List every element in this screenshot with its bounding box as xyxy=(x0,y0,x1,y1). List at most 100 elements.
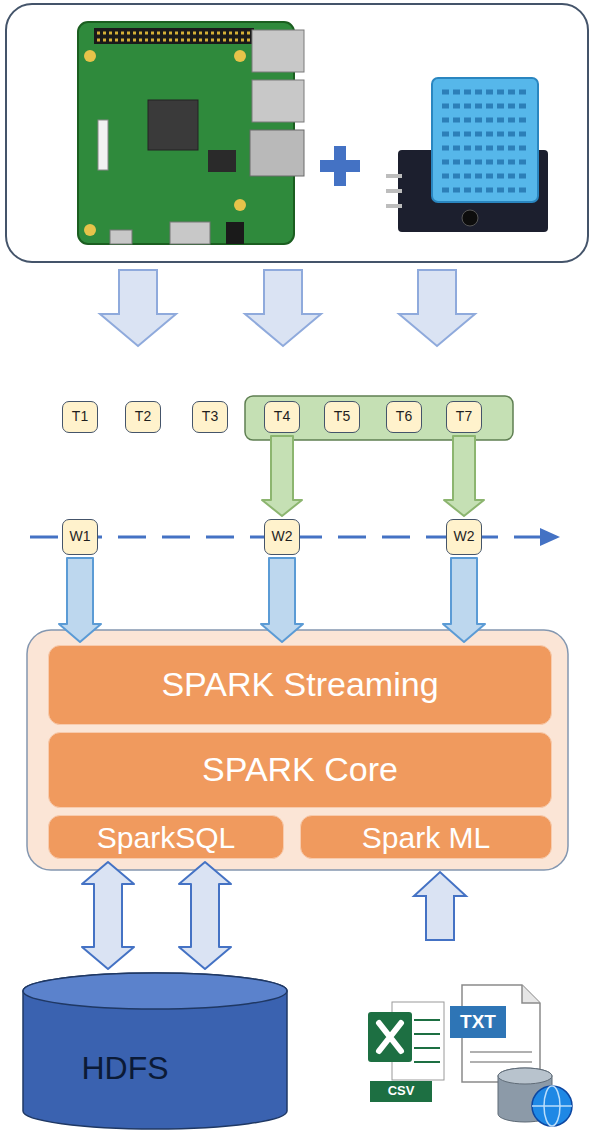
node-text: SPARK Core xyxy=(202,751,398,788)
spark-layer: SparkSQL xyxy=(48,815,284,859)
data-item-box: T7 xyxy=(446,401,482,433)
window-group-band xyxy=(245,396,513,440)
cylinder-top xyxy=(23,973,287,1009)
txt-line xyxy=(470,1061,532,1063)
flow-arrow xyxy=(59,558,101,642)
pi-gpio-pins xyxy=(97,39,252,42)
sensor-grille xyxy=(442,118,530,123)
sensor-grille xyxy=(442,90,530,95)
pi-ethernet-port xyxy=(250,130,304,176)
node-text: T6 xyxy=(396,409,412,424)
node-text: SPARK Streaming xyxy=(161,666,438,703)
sensor-grille xyxy=(442,160,530,165)
spark-layer: Spark ML xyxy=(300,815,552,859)
csv-band xyxy=(370,1081,432,1102)
sensor-housing xyxy=(432,78,538,202)
database-top xyxy=(498,1068,552,1084)
excel-grid xyxy=(414,1019,440,1021)
data-item-box: T6 xyxy=(386,401,422,433)
sensor-grille xyxy=(442,146,530,151)
flow-arrow xyxy=(179,862,231,969)
node-text: T7 xyxy=(456,409,472,424)
node-text: W1 xyxy=(70,529,91,544)
flow-arrow xyxy=(82,862,134,969)
window-box: W2 xyxy=(446,519,482,555)
node-text: T1 xyxy=(72,409,88,424)
txt-page-fold xyxy=(522,985,540,1003)
data-item-box: T2 xyxy=(125,401,161,433)
sensor-pin xyxy=(386,204,402,208)
data-item-box: T1 xyxy=(62,401,98,433)
input-arrow xyxy=(399,270,475,346)
input-arrow xyxy=(100,270,176,346)
pi-mount-hole xyxy=(84,50,96,62)
pi-hdmi-port xyxy=(170,222,210,244)
sensor-grille xyxy=(442,104,530,109)
txt-line xyxy=(470,1051,532,1053)
pi-mount-hole xyxy=(234,50,246,62)
pi-usb-port xyxy=(252,30,304,72)
storage-cylinder: HDFS xyxy=(22,972,288,1130)
globe-equator xyxy=(532,1105,572,1107)
flow-arrow xyxy=(443,558,485,642)
pi-gpio-header xyxy=(94,28,254,44)
window-box: W2 xyxy=(264,519,300,555)
sensor-pin xyxy=(386,174,402,178)
node-text: T2 xyxy=(135,409,151,424)
excel-grid xyxy=(414,1047,440,1049)
node-text: W2 xyxy=(454,529,475,544)
file-type-label: CSV xyxy=(370,1081,432,1102)
excel-logo-square xyxy=(368,1012,412,1062)
pi-audio-jack xyxy=(226,222,244,244)
excel-grid xyxy=(414,1061,440,1063)
node-text: Spark ML xyxy=(362,821,490,854)
dht-sensor-module xyxy=(386,78,548,232)
device-panel xyxy=(6,4,588,262)
pi-chip xyxy=(208,150,236,172)
raspberry-pi-board xyxy=(78,22,304,244)
file-type-label: TXT xyxy=(450,1006,506,1038)
sensor-grille xyxy=(442,132,530,137)
txt-icon xyxy=(450,985,540,1082)
data-item-box: T5 xyxy=(324,401,360,433)
sensor-grille xyxy=(442,174,530,179)
spark-layer: SPARK Core xyxy=(48,732,552,808)
sensor-component xyxy=(462,210,478,226)
pi-cpu xyxy=(148,100,198,150)
label-text: CSV xyxy=(388,1084,415,1098)
pi-usb-port xyxy=(252,80,304,122)
pi-micro-usb xyxy=(110,230,132,244)
excel-grid xyxy=(414,1033,440,1035)
sensor-pin xyxy=(386,189,402,193)
flow-arrow xyxy=(261,558,303,642)
window-box: W1 xyxy=(62,519,98,555)
database-icon xyxy=(498,1068,572,1126)
flow-arrow xyxy=(262,436,302,516)
cylinder-body xyxy=(23,973,287,1129)
excel-icon xyxy=(368,1002,444,1102)
pi-mount-hole xyxy=(84,224,96,236)
node-text: T4 xyxy=(274,409,290,424)
pi-gpio-pins xyxy=(97,32,252,35)
node-text: T5 xyxy=(334,409,350,424)
spark-container xyxy=(27,630,568,870)
node-text: W2 xyxy=(272,529,293,544)
node-text: SparkSQL xyxy=(97,821,235,854)
node-text: HDFS xyxy=(81,1051,168,1086)
data-item-box: T3 xyxy=(192,401,228,433)
txt-tag xyxy=(450,1006,506,1038)
sensor-grille xyxy=(442,188,530,193)
plus-sign xyxy=(320,146,360,186)
input-arrow xyxy=(245,270,321,346)
file-input-arrow xyxy=(414,872,466,940)
pi-mount-hole xyxy=(234,199,246,211)
node-text: T3 xyxy=(202,409,218,424)
excel-logo-cross xyxy=(379,1023,401,1051)
pi-camera-connector xyxy=(98,120,108,170)
data-item-box: T4 xyxy=(264,401,300,433)
label-text: TXT xyxy=(460,1012,496,1033)
flow-arrow xyxy=(444,436,484,516)
globe xyxy=(532,1086,572,1126)
